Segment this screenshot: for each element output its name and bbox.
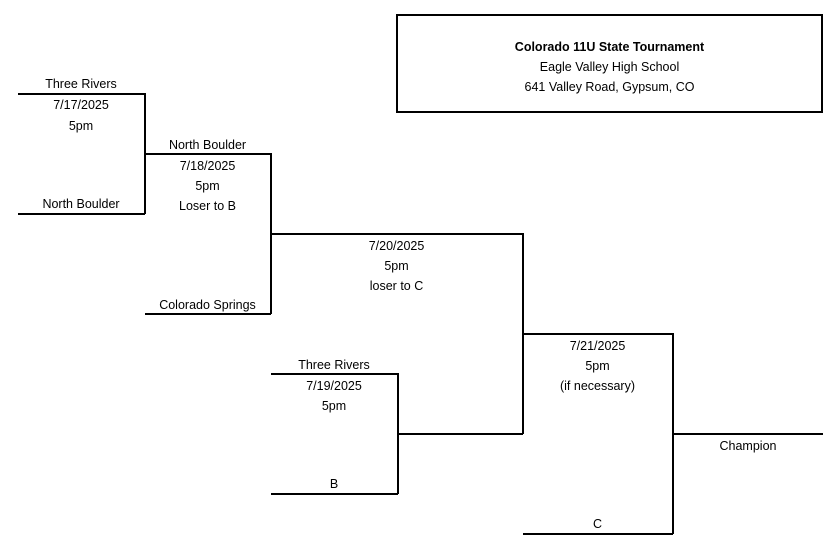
game4-date: 7/20/2025 (368, 239, 425, 253)
tournament-info-box: Colorado 11U State Tournament Eagle Vall… (396, 14, 823, 113)
game5-team-bottom: C (592, 517, 603, 531)
game2-top-line (145, 153, 271, 155)
game1-team-top: Three Rivers (45, 77, 117, 91)
game1-time: 5pm (68, 119, 94, 133)
game2-team-bottom: Colorado Springs (159, 298, 256, 312)
game3-team-top: Three Rivers (298, 358, 370, 372)
game4-note: loser to C (369, 279, 424, 293)
venue-address: 641 Valley Road, Gypsum, CO (524, 80, 695, 94)
game3-top-line (271, 373, 398, 375)
game2-date: 7/18/2025 (179, 159, 236, 173)
game5-bottom-line (523, 533, 673, 535)
champion-line (673, 433, 823, 435)
game1-bottom-line (18, 213, 145, 215)
game3-date: 7/19/2025 (306, 379, 362, 393)
tournament-title: Colorado 11U State Tournament (514, 40, 705, 54)
game3-time: 5pm (321, 399, 347, 413)
game5-time: 5pm (585, 359, 610, 373)
game4-top-line (271, 233, 523, 235)
game2-bottom-line (145, 313, 271, 315)
game5-note: (if necessary) (559, 379, 636, 393)
game1-team-bottom: North Boulder (42, 197, 120, 211)
game2-time: 5pm (195, 179, 220, 193)
game2-note: Loser to B (179, 199, 236, 213)
game3-bottom-line (271, 493, 398, 495)
game3-winner-line (398, 433, 523, 435)
game5-date: 7/21/2025 (569, 339, 626, 353)
champion-label: Champion (719, 439, 777, 453)
game2-team-top: North Boulder (168, 138, 247, 152)
game1-date: 7/17/2025 (53, 98, 109, 112)
game1-top-line (18, 93, 145, 95)
game3-team-bottom: B (329, 477, 339, 491)
game5-top-line (523, 333, 673, 335)
venue-name: Eagle Valley High School (539, 60, 680, 74)
game4-time: 5pm (384, 259, 409, 273)
